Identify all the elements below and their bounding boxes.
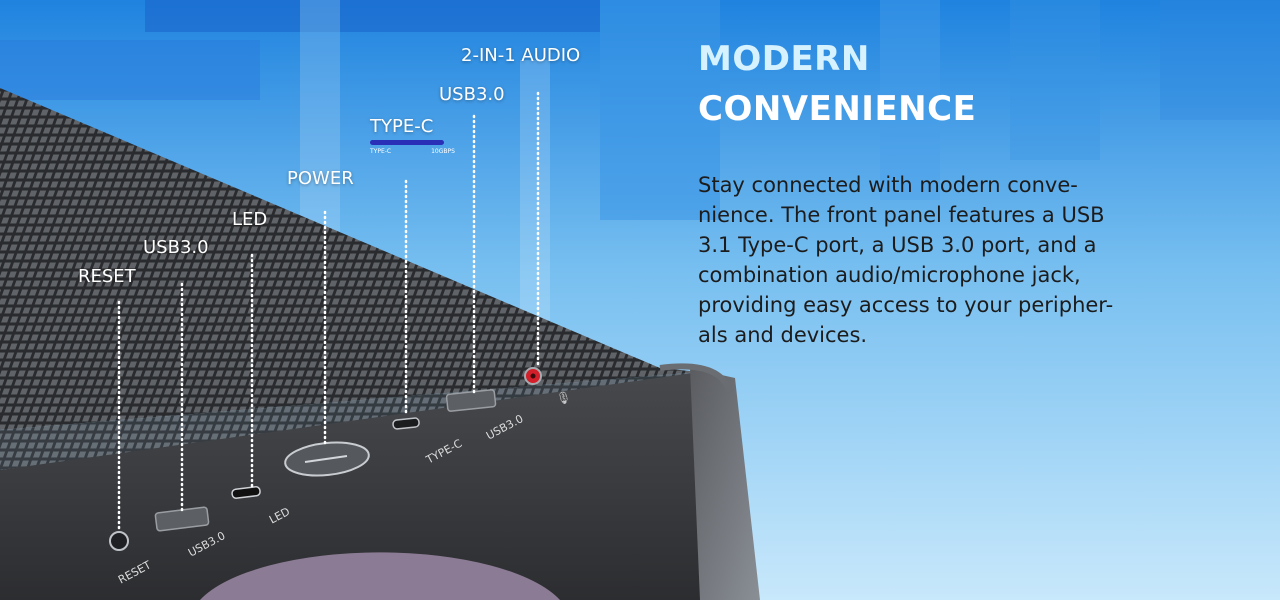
leader-lines — [117, 91, 540, 532]
description-line: combination audio/microphone jack, — [698, 263, 1081, 287]
typec-sub-right: 10GBPS — [431, 148, 455, 155]
typec-accent-bar — [370, 140, 444, 145]
typec-sub-left: TYPE-C — [370, 148, 392, 155]
typec-port[interactable] — [392, 417, 420, 430]
case-side-edge — [690, 368, 760, 600]
description-line: Stay connected with modern conve- — [698, 173, 1078, 197]
callout-audio: 2-IN-1 AUDIO — [461, 45, 581, 66]
callout-typec: TYPE-C — [370, 116, 434, 137]
pc-case — [0, 88, 760, 600]
headline-line2: CONVENIENCE — [698, 89, 977, 129]
headline-line1: MODERN — [698, 39, 870, 79]
front-ports: 🎙 — [109, 367, 571, 551]
callout-reset: RESET — [78, 266, 136, 287]
usb30-right-port[interactable] — [445, 389, 497, 412]
callout-typec-group: TYPE-C TYPE-C 10GBPS — [370, 116, 455, 155]
callout-usb30-right: USB3.0 — [439, 84, 505, 105]
description-line: 3.1 Type-C port, a USB 3.0 port, and a — [698, 233, 1097, 257]
description: Stay connected with modern conve- nience… — [698, 170, 1198, 350]
led-indicator — [231, 486, 261, 499]
audio-jack-center — [530, 373, 536, 379]
typec-sub-labels: TYPE-C 10GBPS — [370, 148, 455, 155]
fan-disc — [200, 552, 560, 600]
case-top-mesh — [0, 88, 700, 430]
callout-power: POWER — [287, 168, 354, 189]
headline: MODERN CONVENIENCE — [698, 34, 976, 134]
description-line: providing easy access to your peripher- — [698, 293, 1114, 317]
microphone-icon: 🎙 — [556, 391, 571, 405]
case-corner-rounding — [659, 363, 733, 394]
callout-usb30-left: USB3.0 — [143, 237, 209, 258]
case-front-panel — [0, 372, 730, 600]
description-line: nience. The front panel features a USB — [698, 203, 1105, 227]
reset-button[interactable] — [109, 531, 129, 551]
description-line: als and devices. — [698, 323, 868, 347]
callout-led: LED — [232, 209, 268, 230]
